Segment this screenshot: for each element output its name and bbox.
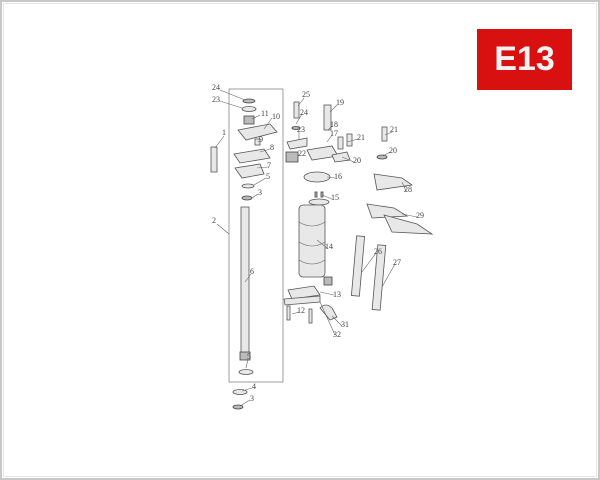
callout-label: 1: [222, 128, 226, 137]
callout-label: 22: [298, 149, 306, 158]
shift-shaft-parts: [210, 98, 278, 410]
callout-label: 3: [258, 188, 262, 197]
callout-label: 13: [333, 290, 341, 299]
callout-label: 21: [390, 125, 398, 134]
callout-label: 16: [334, 172, 342, 181]
callout-label: 6: [250, 267, 254, 276]
callout-label: 23: [212, 95, 220, 104]
callout-label: 21: [357, 133, 365, 142]
callout-label: 25: [302, 90, 310, 99]
callout-label: 11: [261, 109, 269, 118]
callout-label: 18: [330, 120, 338, 129]
shift-drum-parts: [283, 101, 353, 324]
callout-label: 7: [267, 161, 271, 170]
callout-label: 19: [336, 98, 344, 107]
callout-label: 14: [325, 242, 333, 251]
callout-label: 9: [259, 135, 263, 144]
callout-label: 17: [330, 129, 338, 138]
callout-label: 27: [393, 258, 401, 267]
callout-label: 5: [247, 352, 251, 361]
callout-label: 28: [404, 185, 412, 194]
section-code-badge: E13: [477, 29, 572, 90]
callout-label: 20: [389, 146, 397, 155]
callout-label: 31: [341, 320, 349, 329]
callout-label: 8: [270, 143, 274, 152]
callout-leaders: [214, 89, 418, 407]
callout-label: 23: [297, 125, 305, 134]
callout-label: 10: [272, 112, 280, 121]
shaft-assembly-box: [228, 88, 284, 383]
callout-label: 4: [252, 382, 256, 391]
callout-labels: 24 23 11 10 9 8 7 5 3 1 2 6 5 4 3 25 24 …: [212, 83, 424, 403]
callout-label: 3: [250, 394, 254, 403]
callout-label: 12: [297, 306, 305, 315]
callout-label: 20: [353, 156, 361, 165]
callout-label: 24: [212, 83, 220, 92]
callout-label: 29: [416, 211, 424, 220]
callout-label: 26: [374, 247, 382, 256]
callout-label: 5: [266, 172, 270, 181]
shift-fork-parts: [350, 126, 434, 311]
callout-label: 32: [333, 330, 341, 339]
callout-label: 24: [300, 108, 308, 117]
callout-label: 15: [331, 193, 339, 202]
callout-label: 2: [212, 216, 216, 225]
